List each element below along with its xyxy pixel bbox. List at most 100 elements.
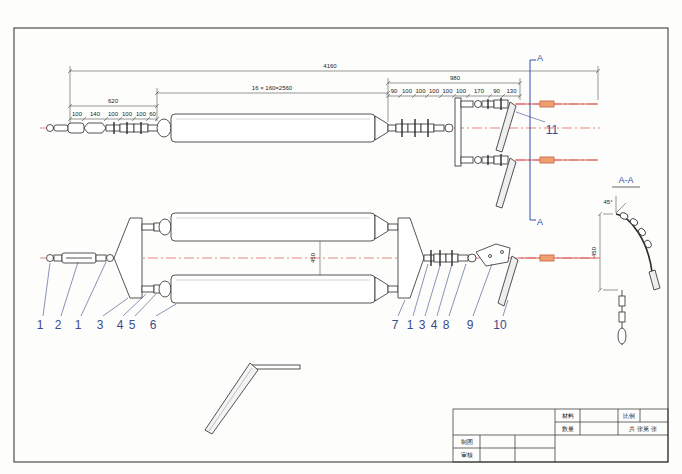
section-mark-label: A-A — [618, 176, 633, 185]
insulator-string-plan — [62, 253, 96, 263]
section-view — [644, 239, 653, 249]
insulator-string-plan — [540, 255, 554, 261]
insulator-string-elevation — [496, 158, 516, 208]
section-mark — [530, 60, 536, 220]
section-view — [616, 214, 652, 272]
section-view — [619, 312, 625, 322]
dimension-label: 140 — [90, 111, 100, 117]
leader-line — [43, 112, 545, 316]
insulator-string-plan — [518, 257, 598, 258]
callout-number: 1 — [37, 319, 44, 331]
callout-number: 4 — [431, 319, 438, 331]
dimension-line — [70, 71, 598, 119]
insulator-string-plan — [501, 251, 504, 254]
insulator-string-elevation — [461, 101, 473, 107]
insulator-string-plan — [47, 255, 54, 262]
insulator-string-elevation — [84, 123, 106, 133]
clamp-detail — [205, 363, 300, 434]
callout-number: 4 — [117, 319, 124, 331]
title-block — [453, 409, 668, 462]
insulator-string-elevation — [475, 157, 482, 164]
callout-number: 7 — [392, 319, 399, 331]
insulator-string-plan — [476, 244, 510, 266]
dimension-label: 450 — [591, 247, 597, 257]
dimension-label: 100 — [108, 111, 118, 117]
insulator-string-plan — [388, 286, 398, 292]
insulator-string-elevation — [402, 119, 428, 137]
insulator-string-plan — [489, 255, 492, 258]
insulator-string-plan — [54, 255, 62, 261]
callout-number: 3 — [419, 319, 426, 331]
section-mark-label: A — [537, 54, 543, 63]
dimension-label: 4160 — [323, 63, 336, 69]
insulator-string-elevation — [106, 125, 120, 131]
clamp-detail — [209, 368, 252, 431]
dimension-label: 100 — [415, 88, 425, 94]
callout-number: 6 — [150, 319, 157, 331]
section-view — [618, 328, 626, 344]
callout-number: 8 — [443, 319, 450, 331]
title-block — [453, 409, 668, 462]
callout-number: 9 — [467, 319, 474, 331]
insulator-string-plan — [142, 224, 154, 230]
insulator-string-plan — [96, 255, 106, 261]
insulator-string-plan — [458, 255, 468, 261]
callout-number: 1 — [407, 319, 414, 331]
dimension-label: 170 — [474, 88, 484, 94]
clamp-detail — [205, 363, 258, 434]
dimension-label: 620 — [108, 98, 118, 104]
insulator-string-elevation — [488, 154, 501, 166]
callout-number: 11 — [546, 124, 558, 136]
insulator-string-elevation — [54, 125, 68, 131]
dimension-label: 450 — [310, 253, 316, 263]
insulator-string-elevation — [114, 122, 141, 134]
section-view — [619, 212, 629, 220]
insulator-string-elevation — [176, 119, 370, 120]
section-view — [612, 187, 640, 188]
dimension-label: 90 — [493, 88, 500, 94]
insulator-string-elevation — [455, 98, 461, 166]
insulator-string-elevation — [445, 124, 453, 132]
insulator-string-elevation — [375, 116, 388, 140]
dimension-line — [68, 66, 618, 292]
insulator-string-plan — [375, 215, 388, 239]
section-view — [649, 270, 660, 290]
dimension-label: 100 — [442, 88, 452, 94]
insulator-string-elevation — [47, 98, 599, 208]
insulator-string-plan — [171, 213, 375, 241]
section-view — [612, 187, 660, 345]
title-block-cell: 审核 — [461, 452, 473, 458]
insulator-string-elevation — [171, 114, 375, 142]
insulator-string-plan — [176, 218, 370, 280]
callout-number: 2 — [55, 319, 62, 331]
clamp-detail — [252, 365, 300, 369]
insulator-string-elevation — [68, 123, 84, 133]
dimension-label: 100 — [72, 111, 82, 117]
dimension-label: 130 — [506, 88, 516, 94]
insulator-string-elevation — [496, 102, 516, 152]
dimension-label: 90 — [391, 88, 398, 94]
dimension-label: 100 — [136, 111, 146, 117]
callout-number: 1 — [75, 319, 82, 331]
dimension-label: 100 — [456, 88, 466, 94]
insulator-string-plan — [398, 218, 424, 298]
section-mark-label: A — [537, 218, 543, 227]
section-view — [616, 196, 626, 213]
section-mark — [530, 60, 536, 220]
dimension-line — [68, 69, 600, 121]
dimension-label: 45° — [603, 199, 612, 205]
insulator-string-plan — [114, 218, 142, 298]
title-block-cell: 材料 — [562, 413, 574, 419]
leader-line — [43, 262, 508, 316]
insulator-string-elevation — [475, 101, 482, 108]
section-view — [637, 227, 647, 237]
dimension-label: 100 — [122, 111, 132, 117]
insulator-string-elevation — [488, 98, 501, 110]
dimension-line — [598, 212, 618, 292]
title-block-cell: 数量 — [562, 426, 574, 432]
callout-number: 10 — [493, 319, 506, 331]
leader-line — [516, 112, 545, 122]
insulator-string-plan — [171, 275, 375, 303]
